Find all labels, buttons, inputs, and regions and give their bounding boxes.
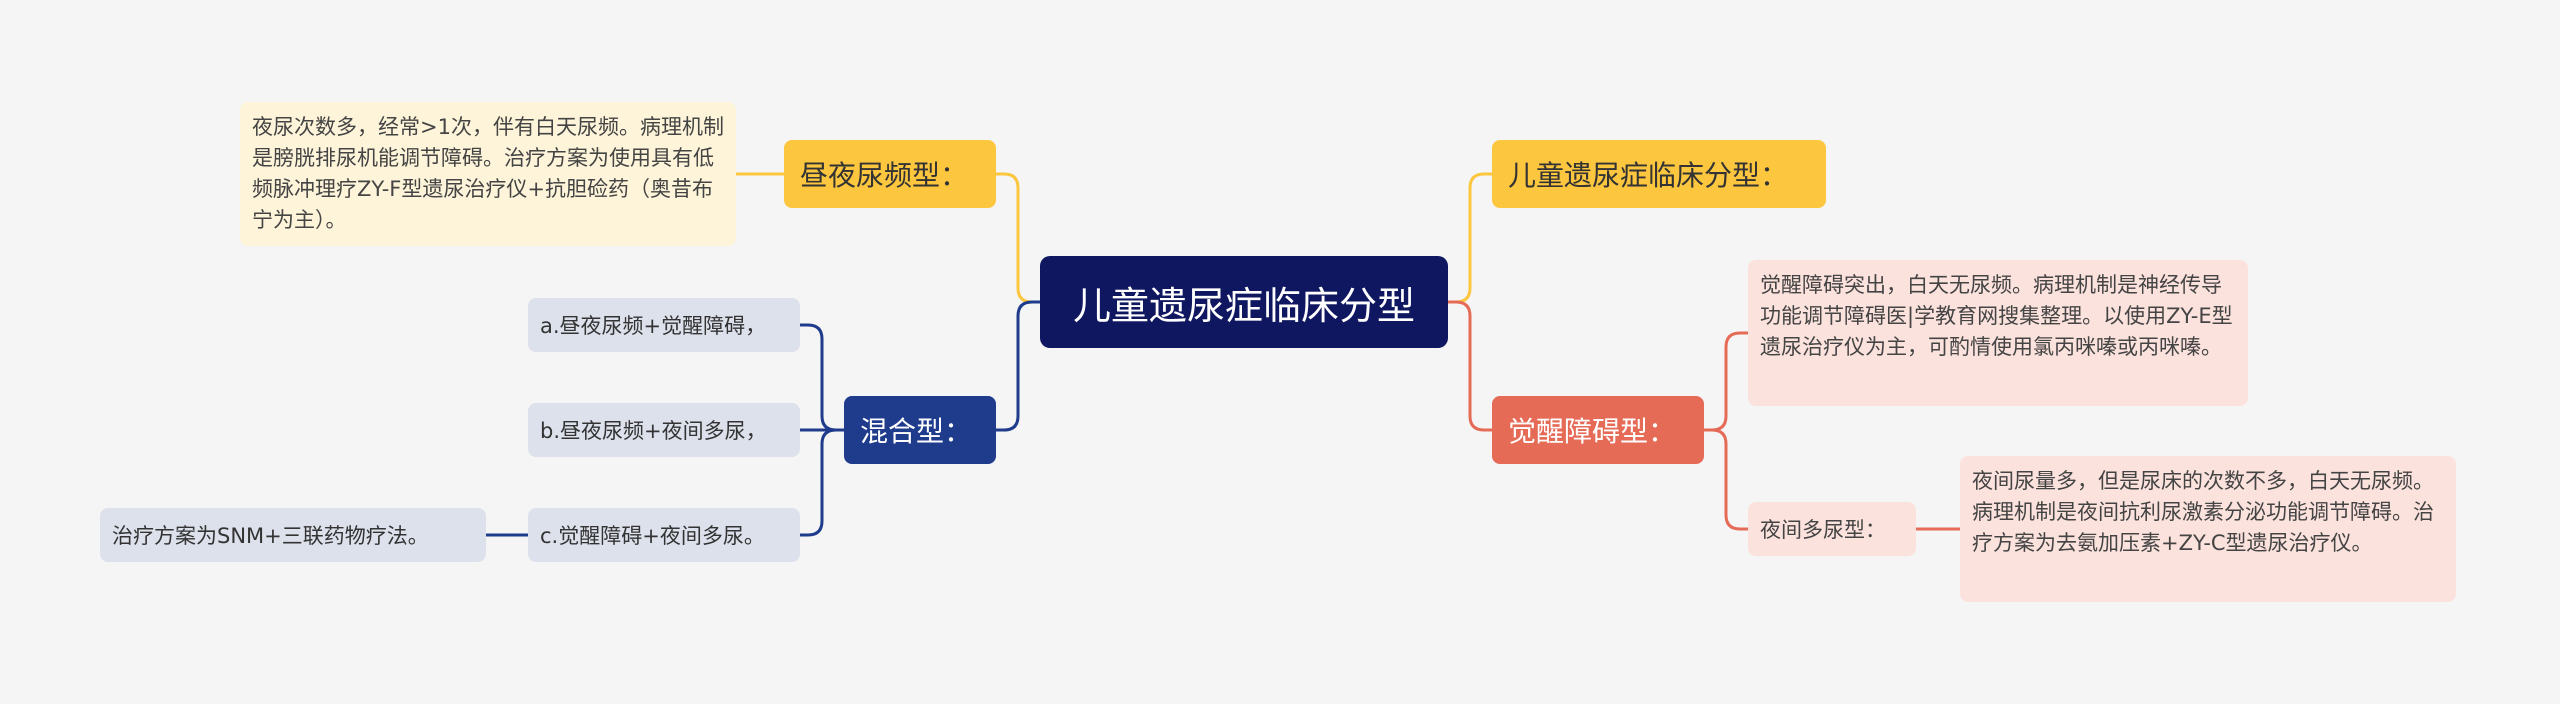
- branch-mixed[interactable]: 混合型：: [844, 396, 996, 464]
- branch-mixed-label: 混合型：: [860, 415, 973, 448]
- mixed-item-c[interactable]: c.觉醒障碍+夜间多尿。: [528, 508, 800, 562]
- branch-title[interactable]: 儿童遗尿症临床分型：: [1492, 140, 1826, 208]
- branch-day-night[interactable]: 昼夜尿频型：: [784, 140, 996, 208]
- mixed-item-a-label: a.昼夜尿频+觉醒障碍，: [540, 314, 767, 338]
- root-label: 儿童遗尿症临床分型: [1072, 283, 1415, 328]
- branch-nocturnal-polyuria-label: 夜间多尿型：: [1760, 518, 1886, 542]
- nocturnal-polyuria-detail[interactable]: 夜间尿量多，但是尿床的次数不多，白天无尿频。病理机制是夜间抗利尿激素分泌功能调节…: [1960, 456, 2456, 602]
- mixed-item-b[interactable]: b.昼夜尿频+夜间多尿，: [528, 403, 800, 457]
- mixed-item-c-label: c.觉醒障碍+夜间多尿。: [540, 524, 765, 548]
- link-mixed-item-a: [800, 323, 844, 432]
- arousal-detail[interactable]: 觉醒障碍突出，白天无尿频。病理机制是神经传导功能调节障碍医|学教育网搜集整理。以…: [1748, 260, 2248, 406]
- link-root-mixed: [996, 300, 1040, 432]
- arousal-detail-text: 觉醒障碍突出，白天无尿频。病理机制是神经传导功能调节障碍医|学教育网搜集整理。以…: [1760, 273, 2233, 359]
- day-night-detail-text: 夜尿次数多，经常>1次，伴有白天尿频。病理机制是膀胱排尿机能调节障碍。治疗方案为…: [252, 115, 724, 232]
- mixed-item-c-detail-text: 治疗方案为SNM+三联药物疗法。: [112, 524, 429, 548]
- link-arousal-sub: [1704, 428, 1748, 531]
- link-arousal-detail: [1704, 331, 1748, 432]
- link-root-day-night: [996, 172, 1040, 304]
- link-root-title-branch: [1448, 172, 1492, 304]
- mixed-item-b-label: b.昼夜尿频+夜间多尿，: [540, 419, 767, 443]
- link-mixed-item-c: [800, 428, 844, 537]
- link-root-arousal: [1448, 300, 1492, 432]
- day-night-detail[interactable]: 夜尿次数多，经常>1次，伴有白天尿频。病理机制是膀胱排尿机能调节障碍。治疗方案为…: [240, 102, 736, 246]
- branch-arousal-label: 觉醒障碍型：: [1508, 415, 1677, 448]
- nocturnal-polyuria-detail-text: 夜间尿量多，但是尿床的次数不多，白天无尿频。病理机制是夜间抗利尿激素分泌功能调节…: [1972, 469, 2434, 555]
- branch-nocturnal-polyuria[interactable]: 夜间多尿型：: [1748, 502, 1916, 556]
- root-node[interactable]: 儿童遗尿症临床分型: [1040, 256, 1448, 348]
- branch-arousal[interactable]: 觉醒障碍型：: [1492, 396, 1704, 464]
- branch-day-night-label: 昼夜尿频型：: [800, 159, 969, 192]
- mixed-item-c-detail[interactable]: 治疗方案为SNM+三联药物疗法。: [100, 508, 486, 562]
- branch-title-label: 儿童遗尿症临床分型：: [1508, 159, 1789, 192]
- mixed-item-a[interactable]: a.昼夜尿频+觉醒障碍，: [528, 298, 800, 352]
